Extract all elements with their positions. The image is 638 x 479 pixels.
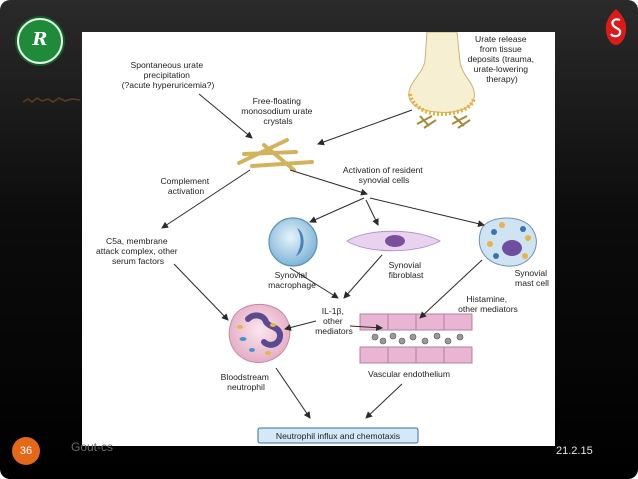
synovial-macrophage-cell	[268, 217, 318, 267]
pathway-arrows	[161, 93, 485, 419]
il1-mediators-label: IL-1β, other mediators	[315, 306, 353, 336]
bone-joint-illustration	[408, 32, 476, 117]
neutrophil-influx-label: Neutrophil influx and chemotaxis	[276, 431, 400, 441]
vascular-endothelium-illustration	[359, 313, 473, 364]
synovial-fibroblast-cell	[346, 230, 442, 252]
urate-release-label: Urate release from tissue deposits (trau…	[468, 34, 537, 84]
footer-left-text: Gout-cs	[71, 440, 114, 454]
slide-logo-right	[605, 9, 627, 45]
logo-letter: R	[32, 29, 48, 50]
synovial-mast-cell	[478, 217, 537, 267]
slide-logo-left: R	[17, 18, 63, 64]
synovial-mast-cell-label: Synovial mast cell	[515, 268, 550, 288]
free-floating-crystals	[237, 138, 314, 172]
gout-pathogenesis-diagram: Urate release from tissue deposits (trau…	[96, 32, 550, 444]
bloodstream-neutrophil-cell	[228, 303, 291, 363]
synovial-fibroblast-label: Synovial fibroblast	[389, 260, 424, 280]
c5a-label: C5a, membrane attack complex, other seru…	[96, 236, 180, 266]
activation-resident-label: Activation of resident synovial cells	[343, 165, 425, 185]
bloodstream-neutrophil-label: Bloodstream neutrophil	[221, 372, 272, 392]
urate-deposit-crystals	[416, 115, 471, 129]
histamine-label: Histamine, other mediators	[458, 294, 518, 314]
diagram-panel	[82, 32, 555, 446]
slide-number-badge: 36	[12, 437, 40, 465]
free-floating-crystals-label: Free-floating monosodium urate crystals	[241, 96, 315, 126]
complement-activation-label: Complement activation	[160, 176, 211, 196]
footer-date: 21.2.15	[556, 445, 593, 457]
scribble-mark	[22, 97, 81, 104]
neutrophil-influx-box: Neutrophil influx and chemotaxis	[257, 427, 419, 444]
vascular-endothelium-label: Vascular endothelium	[368, 369, 450, 379]
spontaneous-precipitation-label: Spontaneous urate precipitation (?acute …	[122, 60, 215, 90]
synovial-macrophage-label: Synovial macrophage	[268, 270, 316, 290]
